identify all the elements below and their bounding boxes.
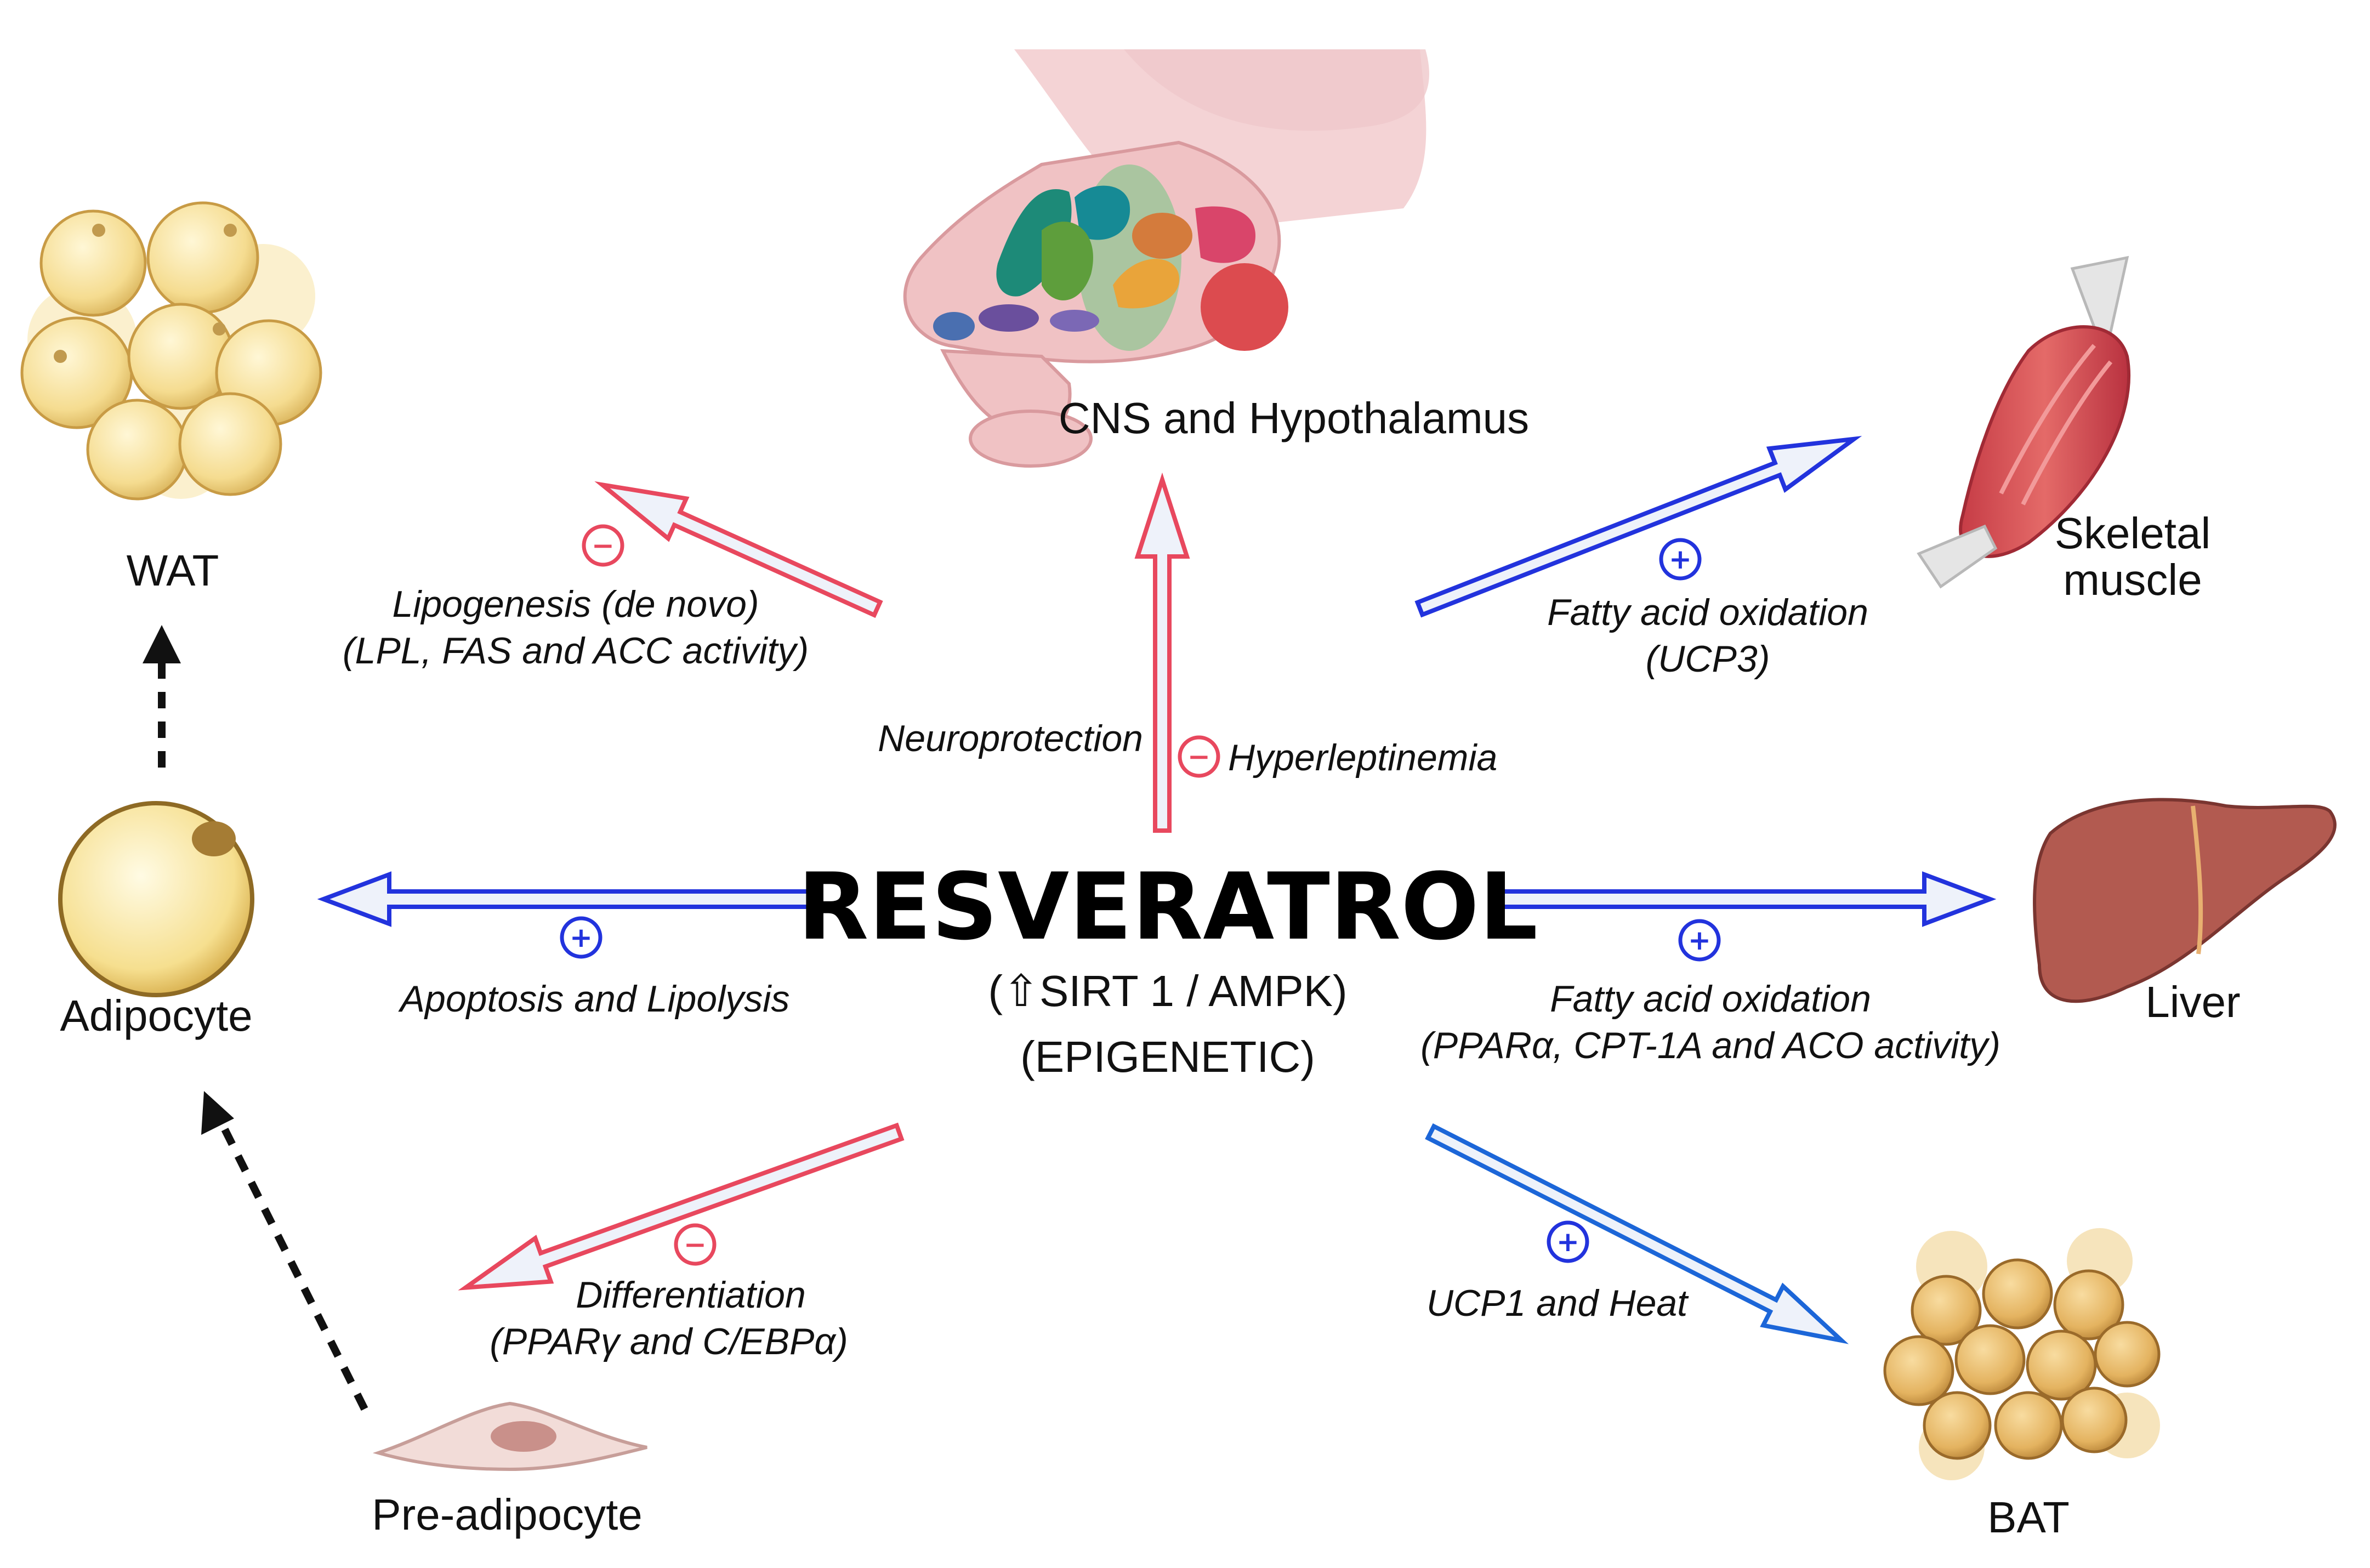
resveratrol-title: RESVERATROL	[798, 853, 1538, 961]
svg-text:+: +	[1556, 1226, 1579, 1258]
liver-effect-line1: Fatty acid oxidation	[1550, 978, 1871, 1020]
preadipocyte-illustration	[372, 1401, 647, 1472]
plus-sign-adipocyte: +	[560, 916, 603, 959]
liver-illustration	[2033, 798, 2337, 1003]
arrow-to-preadipocyte	[458, 1122, 905, 1291]
minus-sign-preadipocyte: −	[674, 1223, 717, 1266]
skeletal-muscle-illustration	[1917, 255, 2131, 589]
arrow-to-skeletal-muscle	[1414, 436, 1862, 618]
bat-label: BAT	[1987, 1493, 2070, 1542]
svg-text:−: −	[684, 1229, 707, 1260]
plus-sign-skeletal-muscle: +	[1659, 538, 1702, 581]
muscle-effect-line2: (UCP3)	[1646, 638, 1770, 680]
arrow-to-liver	[1489, 871, 1997, 927]
cns-hypothalamus-illustration	[903, 49, 1429, 468]
wat-illustration	[20, 201, 322, 501]
dashed-arrow-adipocyte-to-wat	[143, 625, 181, 768]
minus-sign-wat: −	[582, 524, 624, 567]
skeletal-label-line2: muscle	[2063, 555, 2202, 604]
plus-sign-liver: +	[1678, 919, 1721, 962]
skeletal-label-line1: Skeletal	[2055, 509, 2211, 558]
svg-text:+: +	[570, 922, 593, 953]
hyperleptinemia-label: Hyperleptinemia	[1228, 737, 1497, 779]
adipocyte-illustration	[58, 801, 254, 997]
epigenetic-label: (EPIGENETIC)	[1020, 1032, 1315, 1081]
muscle-effect-line1: Fatty acid oxidation	[1547, 592, 1868, 633]
liver-effect-line2: (PPARα, CPT-1A and ACO activity)	[1420, 1025, 2000, 1066]
adipocyte-label: Adipocyte	[60, 991, 252, 1040]
cns-label: CNS and Hypothalamus	[1059, 394, 1529, 442]
svg-text:−: −	[1187, 741, 1210, 772]
minus-sign-cns: −	[1178, 735, 1220, 778]
neuroprotection-label: Neuroprotection	[878, 718, 1143, 759]
arrow-to-adipocyte	[317, 871, 819, 927]
pre-effect-line2: (PPARγ and C/EBPα)	[490, 1321, 848, 1362]
svg-text:−: −	[592, 530, 615, 561]
svg-text:+: +	[1688, 924, 1711, 956]
arrow-to-bat	[1425, 1123, 1849, 1344]
arrow-to-wat	[594, 481, 883, 618]
plus-sign-bat: +	[1547, 1220, 1589, 1263]
adipocyte-effect: Apoptosis and Lipolysis	[398, 978, 790, 1020]
dashed-arrow-preadipocyte-to-adipocyte	[201, 1091, 368, 1411]
svg-text:+: +	[1669, 543, 1692, 575]
wat-label: WAT	[127, 546, 219, 595]
pre-effect-line1: Differentiation	[576, 1274, 806, 1316]
bat-effect: UCP1 and Heat	[1426, 1282, 1689, 1324]
wat-effect-line2: (LPL, FAS and ACC activity)	[343, 630, 809, 672]
liver-label: Liver	[2145, 978, 2240, 1026]
sirt1-ampk-label: (⇧SIRT 1 / AMPK)	[988, 967, 1347, 1015]
arrow-to-cns	[1134, 472, 1190, 833]
bat-illustration	[1883, 1228, 2161, 1480]
preadipocyte-label: Pre-adipocyte	[372, 1490, 643, 1539]
wat-effect-line1: Lipogenesis (de novo)	[392, 583, 759, 625]
